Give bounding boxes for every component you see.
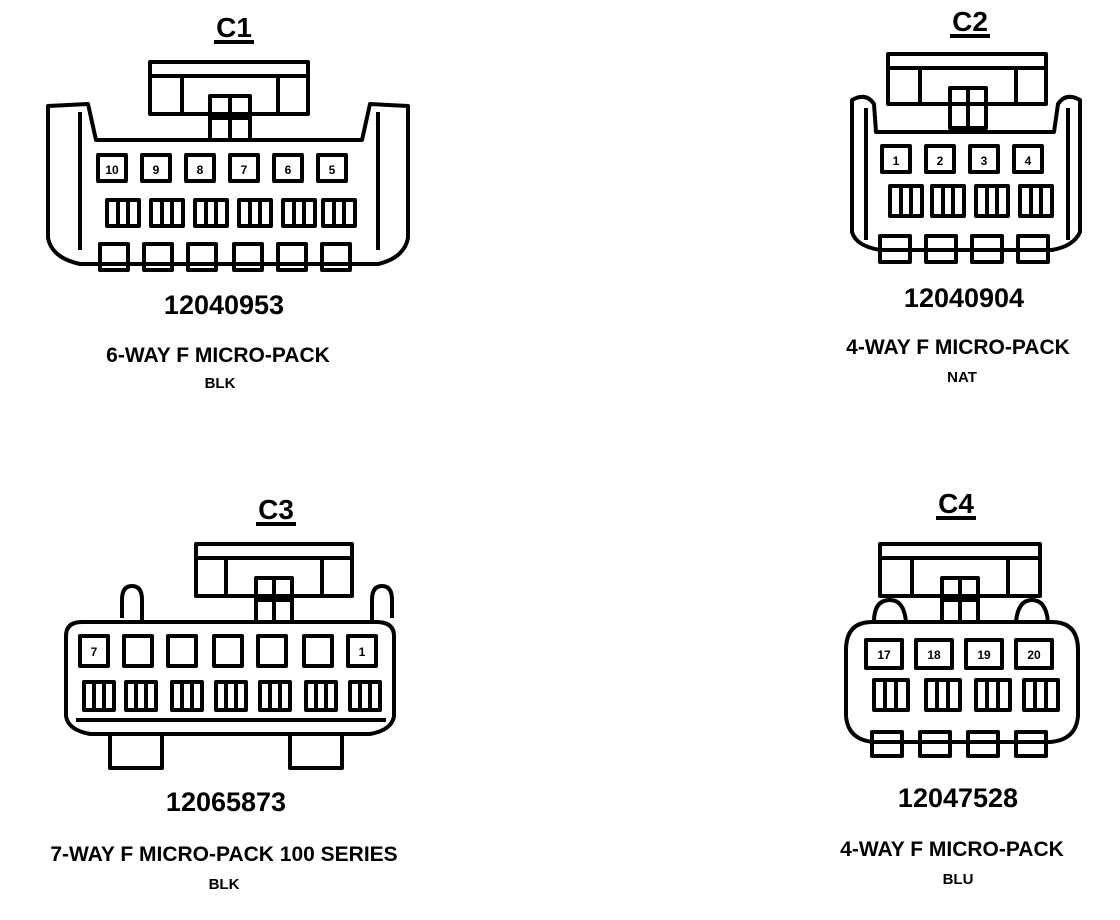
connector-c3-pin-label: 7 — [91, 645, 98, 659]
connector-c2-color: NAT — [947, 369, 977, 386]
connector-c3 — [64, 542, 396, 770]
connector-c4-tabs — [870, 730, 1048, 758]
connector-c1-title: C1 — [216, 12, 252, 43]
connector-c4-latch — [878, 542, 1042, 624]
connector-c3-title: C3 — [258, 494, 294, 525]
connector-c4-pin-label: 19 — [977, 648, 991, 662]
connector-c1-pin-label: 9 — [153, 163, 160, 177]
connector-c4-title: C4 — [938, 488, 974, 519]
connector-c1-latch — [148, 60, 310, 142]
connector-c1-pin-label: 8 — [197, 163, 204, 177]
connector-c1-housing — [46, 102, 410, 266]
connector-c3-pin-boxes — [78, 634, 378, 668]
connector-c2-housing — [850, 94, 1082, 252]
connector-c2-part-number: 12040904 — [904, 283, 1024, 313]
connector-c3-housing — [64, 584, 396, 736]
connector-c2-pin-label: 3 — [981, 154, 988, 168]
connector-c1-tabs — [98, 242, 352, 272]
connector-c1-pin-boxes — [96, 153, 348, 183]
connector-c1-pin-label: 6 — [285, 163, 292, 177]
connector-c4-pin-boxes — [864, 638, 1054, 670]
connector-c3-part-number: 12065873 — [166, 787, 286, 817]
connector-c4-housing — [844, 598, 1080, 744]
connector-c1-pin-label: 7 — [241, 163, 248, 177]
connector-c1-part-number: 12040953 — [164, 290, 284, 320]
connector-c4-color: BLU — [943, 871, 974, 888]
connector-c1-pin-label: 10 — [105, 163, 119, 177]
connector-c4-pin-label: 20 — [1027, 648, 1041, 662]
connector-c4-pin-label: 17 — [877, 648, 891, 662]
connector-c3-latch — [194, 542, 354, 624]
connector-c2-tabs — [878, 234, 1050, 264]
connector-c4-pin-label: 18 — [927, 648, 941, 662]
connector-c1-terminals — [105, 198, 357, 228]
connector-c3-color: BLK — [209, 876, 240, 893]
connector-c2-description: 4-WAY F MICRO-PACK — [846, 336, 1070, 359]
connector-c2-pin-boxes — [880, 144, 1044, 174]
connector-c2-terminals — [888, 184, 1054, 218]
connector-c4-part-number: 12047528 — [898, 783, 1018, 813]
connector-c4 — [844, 542, 1080, 758]
connector-c1 — [46, 60, 410, 272]
connector-c1-color: BLK — [205, 375, 236, 392]
connector-c3-tabs — [108, 732, 344, 770]
connector-c4-terminals — [872, 678, 1060, 712]
connector-c2-pin-label: 2 — [937, 154, 944, 168]
connector-c2-pin-label: 1 — [893, 154, 900, 168]
connector-c4-description: 4-WAY F MICRO-PACK — [840, 838, 1064, 861]
connector-c2 — [850, 52, 1082, 264]
connector-c2-title: C2 — [952, 6, 988, 37]
connector-c3-terminals — [82, 680, 382, 712]
connector-c3-pin-label: 1 — [359, 645, 366, 659]
connector-c2-pin-label: 4 — [1025, 154, 1032, 168]
connector-c3-description: 7-WAY F MICRO-PACK 100 SERIES — [50, 843, 397, 866]
connector-c2-latch — [886, 52, 1048, 130]
connector-c1-description: 6-WAY F MICRO-PACK — [106, 344, 330, 367]
connector-c1-pin-label: 5 — [329, 163, 336, 177]
